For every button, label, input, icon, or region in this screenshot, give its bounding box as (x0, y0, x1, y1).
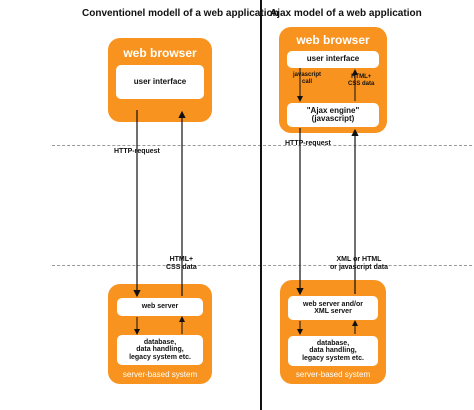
left-backend-systems: database, data handling, legacy system e… (117, 335, 203, 365)
left-backend-line-2: data handling, (136, 346, 184, 354)
left-server-box: web server database, data handling, lega… (108, 284, 212, 384)
ajax-model-title: Ajax model of a web application (270, 8, 422, 19)
right-web-server-line-2: XML server (314, 308, 352, 315)
left-response-line-1: HTML+ (169, 256, 194, 263)
left-backend-line-3: legacy system etc. (129, 353, 191, 361)
right-response-line-1: XML or HTML (336, 256, 382, 263)
left-web-server: web server (117, 298, 203, 316)
left-backend-line-1: database, (143, 338, 177, 346)
left-response-line-2: CSS data (166, 263, 197, 271)
javascript-call-label: javascript call (293, 72, 321, 85)
network-server-divider (52, 265, 472, 266)
ajax-engine-line-2: (javascript) (311, 114, 355, 123)
right-http-request-label: HTTP-request (285, 140, 331, 147)
right-user-interface: user interface (287, 51, 379, 68)
inner-html-css-label: HTML+ CSS data (348, 74, 374, 87)
left-response-label: HTML+ CSS data (166, 256, 197, 271)
browser-network-divider (52, 145, 472, 146)
right-web-server-line-1: web server and/or (303, 300, 363, 308)
right-response-label: XML or HTML or javascript data (330, 256, 388, 271)
javascript-call-line-2: call (302, 78, 313, 85)
javascript-call-line-1: javascript (293, 72, 322, 78)
inner-html-css-line-2: CSS data (348, 80, 375, 87)
right-backend-line-2: data handling, (309, 347, 357, 355)
right-backend-line-3: legacy system etc. (302, 354, 364, 362)
right-backend-line-1: database, (316, 339, 350, 347)
left-user-interface: user interface (116, 65, 204, 99)
ajax-engine: "Ajax engine" (javascript) (287, 103, 379, 127)
right-backend-systems: database, data handling, legacy system e… (288, 336, 378, 366)
inner-html-css-line-1: HTML+ (351, 74, 372, 80)
right-response-line-2: or javascript data (330, 263, 388, 271)
right-web-server: web server and/or XML server (288, 296, 378, 320)
left-browser-box: web browser user interface (108, 38, 212, 122)
right-browser-box: web browser user interface javascript ca… (279, 27, 387, 133)
conventional-model-title: Conventionel modell of a web application (82, 8, 279, 19)
left-browser-header: web browser (123, 46, 197, 60)
right-server-footer: server-based system (295, 370, 371, 379)
model-separator (260, 0, 262, 410)
ajax-engine-line-1: "Ajax engine" (306, 105, 360, 115)
left-server-footer: server-based system (122, 370, 198, 379)
right-browser-header: web browser (296, 33, 370, 47)
